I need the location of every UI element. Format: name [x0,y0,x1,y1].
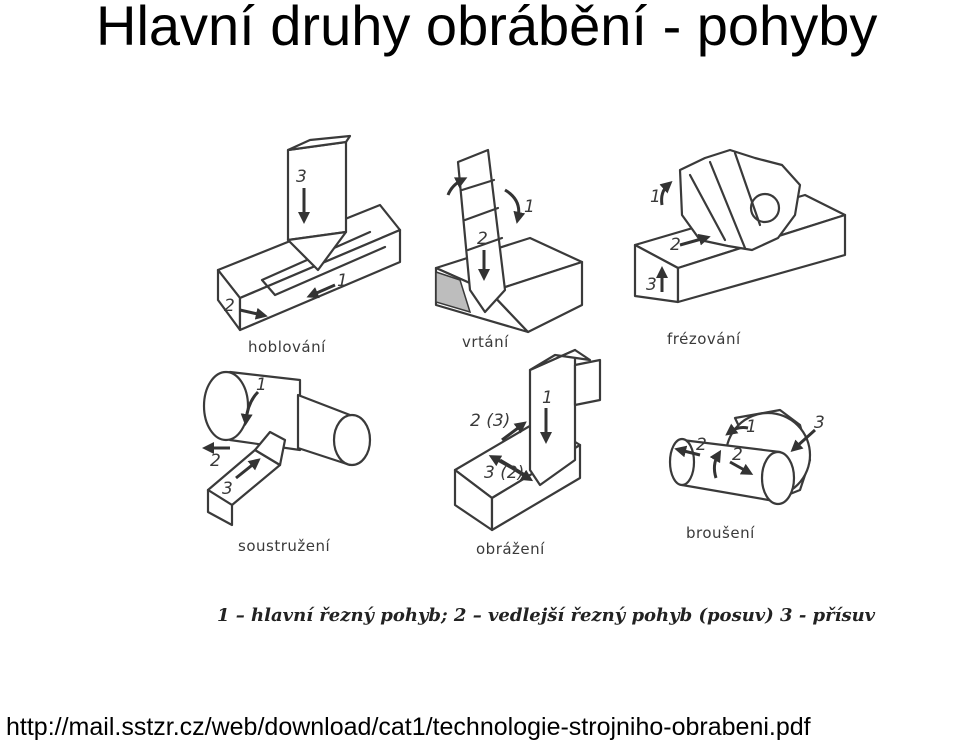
source-link[interactable]: http://mail.sstzr.cz/web/download/cat1/t… [6,713,811,741]
hoblovani-label-2: 2 [224,296,235,316]
soustruzeni-label-2: 2 [210,451,221,471]
brouseni-caption: broušení [686,524,755,542]
soustruzeni-caption: soustružení [238,537,330,555]
panel-frezovani: 1 2 3 frézování [633,148,847,348]
frezovani-label-1: 1 [650,187,661,207]
obrazeni-label-3: 3 (2) [484,463,524,483]
vrtani-label-2: 2 [477,229,488,249]
panel-soustruzeni: 1 2 3 soustružení [202,370,372,555]
obrazeni-label-2: 2 (3) [470,411,510,431]
vrtani-label-1: 1 [524,197,535,217]
soustruzeni-label-1: 1 [256,375,267,395]
frezovani-caption: frézování [667,330,741,348]
brouseni-label-2a: 2 [696,435,707,455]
panel-vrtani: 1 2 vrtání [434,148,584,351]
obrazeni-caption: obrážení [476,540,545,558]
vrtani-caption: vrtání [462,333,509,351]
panel-hoblovani: 3 1 2 hoblování [216,134,402,356]
soustruzeni-label-3: 3 [222,479,233,499]
frezovani-label-3: 3 [646,275,657,295]
obrazeni-label-1: 1 [542,388,553,408]
hoblovani-label-1: 1 [337,271,348,291]
legend: 1 – hlavní řezný pohyb; 2 – vedlejší řez… [217,605,876,626]
brouseni-label-2b: 2 [732,445,743,465]
brouseni-label-3: 3 [814,413,825,433]
panel-obrazeni: 1 2 (3) 3 (2) obrážení [453,348,602,558]
page-title: Hlavní druhy obrábění - pohyby [96,0,878,57]
frezovani-label-2: 2 [670,235,681,255]
panel-brouseni: 1 2 2 3 broušení [668,408,825,542]
brouseni-label-1: 1 [746,417,757,437]
hoblovani-label-3: 3 [296,167,307,187]
hoblovani-caption: hoblování [248,338,326,356]
